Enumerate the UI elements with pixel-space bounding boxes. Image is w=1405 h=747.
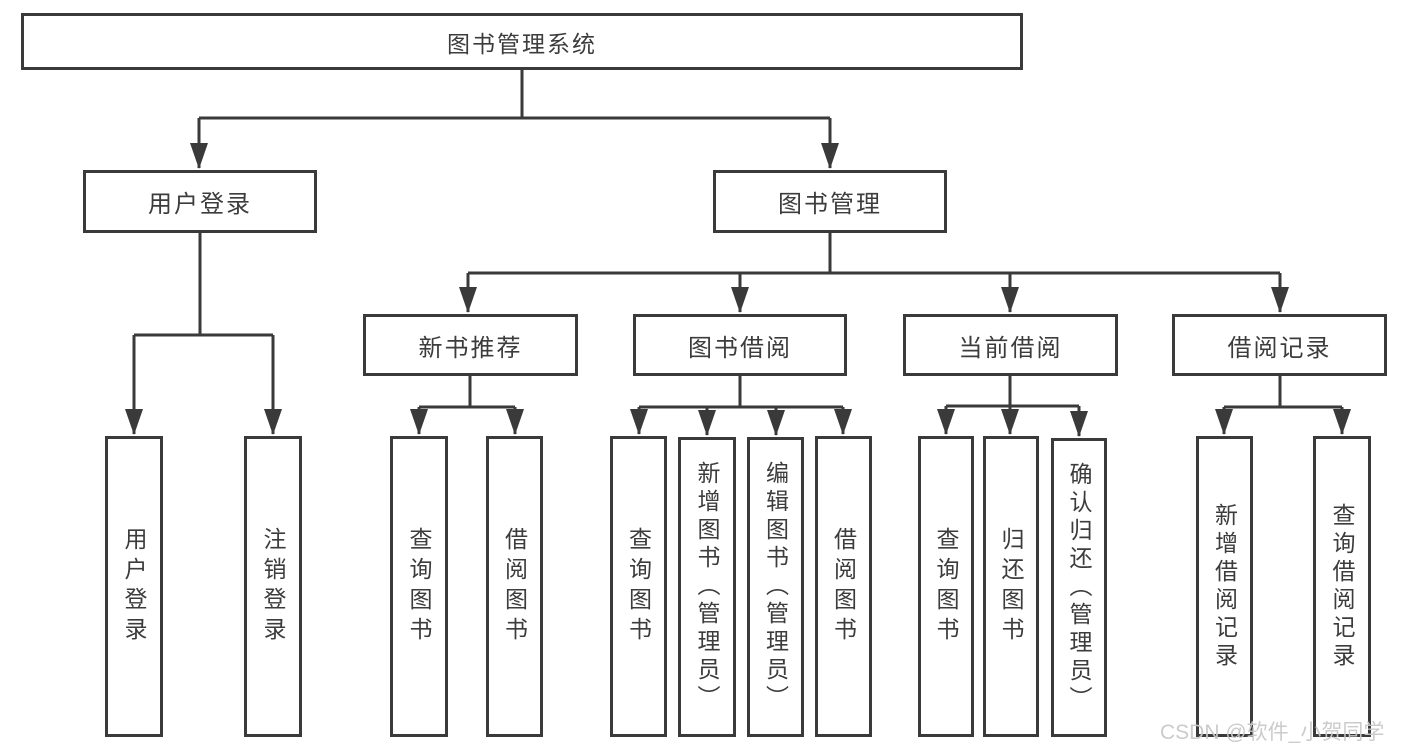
leaf-query-books-current: 查询图书 (918, 436, 974, 737)
leaf-user-login: 用户登录 (105, 436, 163, 737)
leaf-query-borrow-record: 查询借阅记录 (1313, 436, 1371, 737)
leaf-return-books: 归还图书 (983, 436, 1039, 737)
node-borrowing-records: 借阅记录 (1172, 314, 1387, 376)
node-user-login: 用户登录 (83, 170, 317, 233)
leaf-query-books-recommend: 查询图书 (390, 436, 448, 737)
leaf-query-books-borrowing: 查询图书 (610, 436, 667, 737)
leaf-borrow-books-borrowing: 借阅图书 (815, 436, 872, 737)
leaf-borrow-books-recommend: 借阅图书 (486, 436, 543, 737)
node-book-borrowing: 图书借阅 (633, 314, 847, 376)
node-library-management-system: 图书管理系统 (21, 13, 1023, 70)
node-current-borrowing: 当前借阅 (903, 314, 1118, 376)
leaf-logout: 注销登录 (244, 436, 302, 737)
csdn-watermark: CSDN @软件_小贺同学 (1160, 721, 1385, 744)
node-book-management: 图书管理 (713, 170, 947, 233)
leaf-add-borrow-record: 新增借阅记录 (1196, 436, 1253, 737)
node-new-book-recommendation: 新书推荐 (363, 314, 578, 376)
leaf-add-books-admin: 新增图书（管理员） (678, 437, 736, 737)
leaf-edit-books-admin: 编辑图书（管理员） (747, 437, 804, 737)
leaf-confirm-return-admin: 确认归还（管理员） (1051, 438, 1107, 737)
